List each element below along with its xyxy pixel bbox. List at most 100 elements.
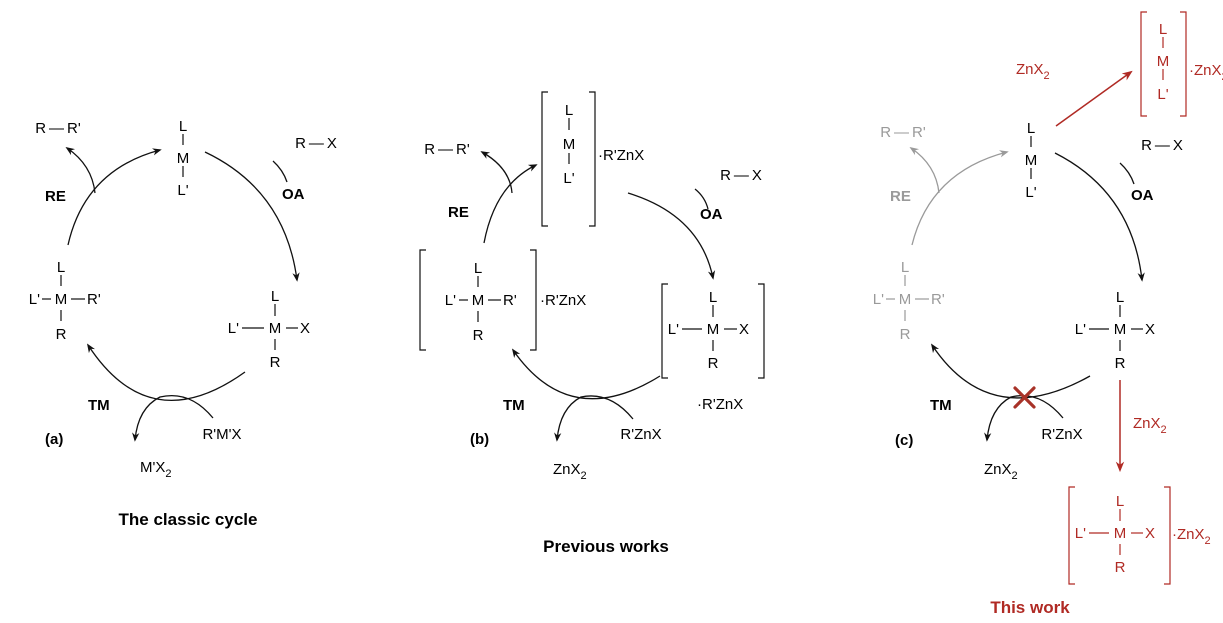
reagent-r-m-x: R'M'X — [202, 426, 241, 443]
atom-L: L — [709, 289, 717, 306]
panel-c: L M L' L L' M X R L L' M R' — [873, 11, 1223, 617]
complex-left-a: L L' M R' R — [29, 259, 101, 343]
atom-R-prime: R' — [87, 291, 101, 308]
side-arrow-tm-b — [554, 395, 634, 442]
atom-L-prime: L' — [228, 320, 239, 337]
atom-M: M — [269, 320, 282, 337]
panel-a: L M L' L L' M X R L L' M R' — [29, 118, 337, 529]
complex-top-b: L M L' ·R'ZnX — [541, 91, 644, 227]
atom-L: L — [57, 259, 65, 276]
byproduct-znx2: ZnX2 — [984, 461, 1018, 482]
complex-right-b: L L' M X R ·R'ZnX — [661, 283, 765, 413]
arrow-oa-c — [1054, 152, 1145, 282]
adduct-r-prime-znx: ·R'ZnX — [697, 396, 743, 413]
side-arrow-tm-c — [984, 395, 1064, 442]
complex-top-c: L M L' — [1025, 120, 1038, 201]
atom-L-prime: L' — [563, 170, 574, 187]
atom-L-prime: L' — [445, 292, 456, 309]
znx2-adduct-bottom-red: ZnX2 L L' M X R ·ZnX2 — [1068, 380, 1211, 585]
step-tm-c: TM — [930, 397, 952, 414]
reagent-r-x: R — X — [1141, 137, 1183, 154]
product-r-r-prime: R — R' — [35, 120, 81, 137]
atom-M: M — [472, 292, 485, 309]
side-arrow-re-b — [480, 151, 513, 194]
atom-X: X — [1145, 525, 1155, 542]
step-re-a: RE — [45, 188, 66, 205]
complex-right-a: L L' M X R — [228, 288, 310, 371]
atom-M: M — [899, 291, 912, 308]
atom-L: L — [179, 118, 187, 135]
atom-M: M — [563, 136, 576, 153]
atom-L: L — [1116, 493, 1124, 510]
side-arrow-re-c-gray — [909, 146, 940, 194]
step-oa-b: OA — [700, 206, 723, 223]
product-r-r-prime-gray: R — R' — [880, 124, 926, 141]
atom-L: L — [474, 260, 482, 277]
atom-L-prime: L' — [177, 182, 188, 199]
atom-L: L — [565, 102, 573, 119]
caption-b: Previous works — [543, 537, 669, 556]
arrow-re-b — [483, 164, 538, 244]
atom-L-prime: L' — [1025, 184, 1036, 201]
step-oa-c: OA — [1131, 187, 1154, 204]
atom-X: X — [300, 320, 310, 337]
atom-X: X — [739, 321, 749, 338]
side-arrow-tm-a — [132, 395, 214, 442]
blocked-transmetalation-cross — [1013, 386, 1036, 409]
panel-label-b: (b) — [470, 431, 489, 448]
caption-c: This work — [990, 598, 1070, 617]
arrow-oa-a — [204, 151, 300, 282]
arrow-re-a — [67, 148, 162, 246]
complex-left-b: L L' M R' R ·R'ZnX — [419, 249, 586, 351]
atom-M: M — [1025, 152, 1038, 169]
caption-a: The classic cycle — [119, 510, 258, 529]
atom-R: R — [473, 327, 484, 344]
atom-L: L — [271, 288, 279, 305]
atom-L-prime: L' — [29, 291, 40, 308]
atom-L-prime: L' — [668, 321, 679, 338]
arrow-tm-c — [930, 343, 1091, 399]
reagent-r-prime-znx: R'ZnX — [1041, 426, 1082, 443]
arrow-re-c-gray — [911, 150, 1009, 246]
atom-L-prime: L' — [1157, 86, 1168, 103]
reagent-znx2-red: ZnX2 — [1133, 415, 1167, 436]
atom-X: X — [1145, 321, 1155, 338]
atom-M: M — [1114, 321, 1127, 338]
step-re-c-gray: RE — [890, 188, 911, 205]
atom-L-prime: L' — [873, 291, 884, 308]
reagent-znx2-red: ZnX2 — [1016, 61, 1050, 82]
step-tm-a: TM — [88, 397, 110, 414]
atom-R: R — [1115, 559, 1126, 576]
znx2-adduct-top-red: ZnX2 L M L' ·ZnX2 — [1016, 11, 1223, 127]
atom-L: L — [1159, 21, 1167, 38]
reagent-r-prime-znx: R'ZnX — [620, 426, 661, 443]
atom-R: R — [56, 326, 67, 343]
complex-left-c-gray: L L' M R' R — [873, 259, 945, 343]
side-arrow-oa-b — [694, 188, 709, 210]
adduct-znx2-red: ·ZnX2 — [1172, 526, 1211, 547]
atom-M: M — [1114, 525, 1127, 542]
atom-L-prime: L' — [1075, 525, 1086, 542]
arrow-tm-a — [87, 343, 246, 401]
atom-R: R — [1115, 355, 1126, 372]
atom-R: R — [900, 326, 911, 343]
atom-R-prime: R' — [503, 292, 517, 309]
complex-right-c: L L' M X R — [1075, 289, 1155, 372]
adduct-r-prime-znx: ·R'ZnX — [540, 292, 586, 309]
atom-M: M — [55, 291, 68, 308]
side-arrow-oa-a — [272, 160, 288, 183]
byproduct-znx2: ZnX2 — [553, 461, 587, 482]
complex-top-a: L M L' — [177, 118, 190, 199]
side-arrow-re-a — [65, 146, 96, 194]
step-tm-b: TM — [503, 397, 525, 414]
arrow-oa-b — [627, 192, 716, 280]
byproduct-m-x2: M'X2 — [140, 459, 172, 480]
atom-L-prime: L' — [1075, 321, 1086, 338]
atom-L: L — [901, 259, 909, 276]
atom-R-prime: R' — [931, 291, 945, 308]
product-r-r-prime: R — R' — [424, 141, 470, 158]
step-oa-a: OA — [282, 186, 305, 203]
atom-R: R — [270, 354, 281, 371]
atom-L: L — [1027, 120, 1035, 137]
